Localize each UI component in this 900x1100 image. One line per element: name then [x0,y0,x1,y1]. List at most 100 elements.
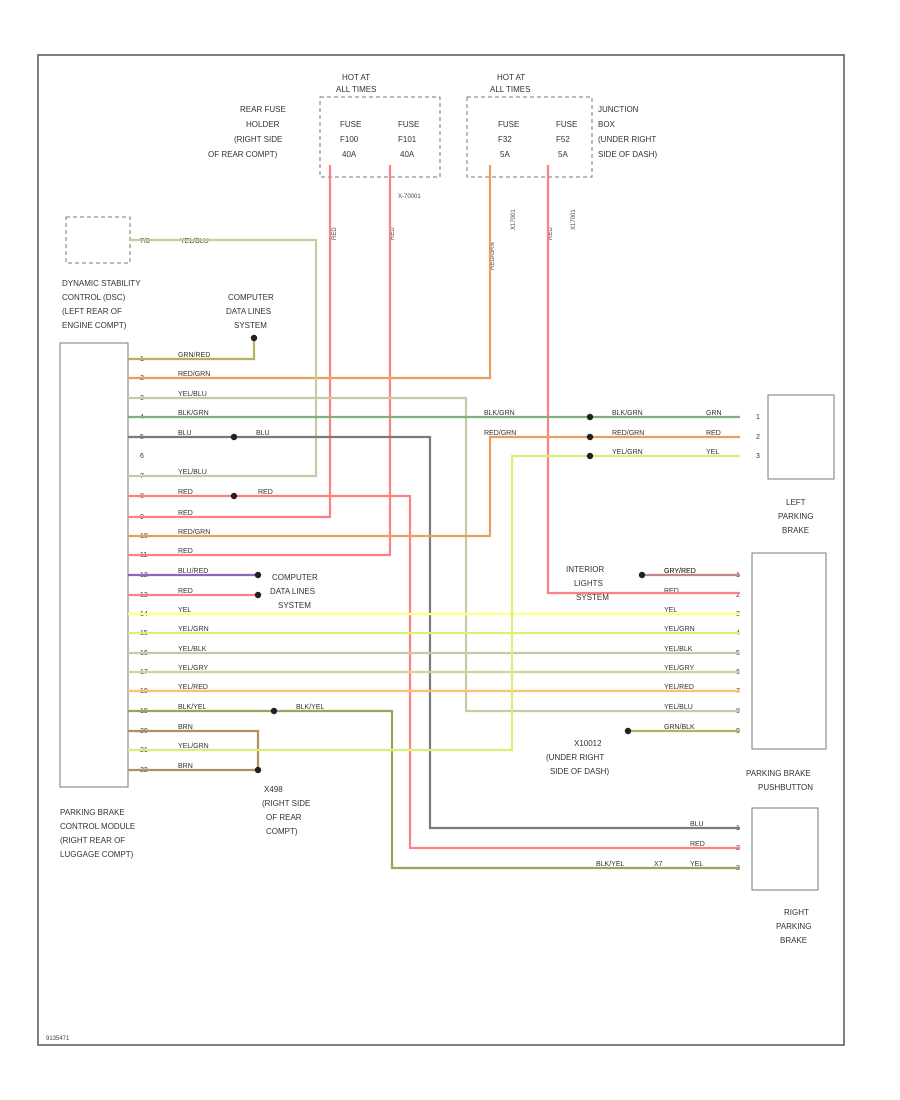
pbcm-wire-15: YEL/GRN [178,626,209,633]
pbcm-wire-7: YEL/BLU [178,469,207,476]
x498-connector: X498 (RIGHT SIDE OF REAR COMPT) [262,785,310,836]
wire-yel-blu-3 [128,396,740,713]
splice-label-red: RED [258,489,273,496]
pbcm-wire-2: RED/GRN [178,371,210,378]
lpb-end-3: YEL/GRN [612,449,643,456]
pbcm-wire-17: YEL/GRY [178,665,209,672]
fuse-f100-label-2: F100 [340,135,359,144]
splice-red [230,492,238,500]
splice-x10012 [624,727,632,735]
wire-grn-red [128,338,256,361]
computer-data-mid: COMPUTER DATA LINES SYSTEM [270,573,318,610]
fuse-group-1-location-2: HOLDER [246,120,280,129]
right-parking-brake-label-2: PARKING [776,922,811,931]
splice-left-pb-1 [586,413,594,421]
wire-brn-20 [128,729,260,770]
rpb-splice-id: X7 [654,861,663,868]
footer-code: 9135471 [46,1036,70,1042]
interior-lights-label-1: INTERIOR [566,565,604,574]
fuse-group-1-connector: X-70001 [398,194,421,200]
left-parking-brake-label-1: LEFT [786,498,806,507]
splice-x498 [254,766,262,774]
pbcm-wire-22: BRN [178,763,193,770]
wire-red-grn-10 [128,435,740,538]
pbcm-wire-16: YEL/BLK [178,646,207,653]
diagram-frame [37,54,845,1046]
lpb-mid-1: BLK/GRN [484,410,515,417]
x10012-label-2: (UNDER RIGHT [546,753,604,762]
splice-computer-data-top [250,334,258,342]
x10012-label-1: X10012 [574,739,602,748]
wire-yel-grn-21 [128,454,740,752]
pbcm-wire-8: RED [178,489,193,496]
pbcm-wire-11: RED [178,548,193,555]
fuse-group-2-connector-b: X17001 [571,209,577,230]
splice-computer-data-mid-a [254,571,262,579]
pb-wire-2: RED [664,588,679,595]
right-parking-brake-label-1: RIGHT [784,908,809,917]
fuse-f100-label-1: FUSE [340,120,361,129]
fuse-f32-wire-label: RED/GRN [490,242,496,270]
pb-pushbutton-label-2: PUSHBUTTON [758,783,813,792]
computer-data-top: COMPUTER DATA LINES SYSTEM [226,293,274,330]
pbcm-wire-labels: 1GRN/RED2RED/GRN3YEL/BLU4BLK/GRN5BLU67YE… [140,352,760,872]
pb-wire-6: YEL/GRY [664,665,695,672]
left-parking-brake-label-2: PARKING [778,512,813,521]
fuse-group-1-location-3: (RIGHT SIDE [234,135,282,144]
rpb-wire-3: YEL [690,861,703,868]
computer-data-mid-1: COMPUTER [272,573,318,582]
lpb-short-3: YEL [706,449,719,456]
lpb-end-1: BLK/GRN [612,410,643,417]
splice-left-pb-2 [586,433,594,441]
splice-blk-yel [270,707,278,715]
fuse-f101-wire-label: RED [390,227,396,240]
pbcm-wire-13: RED [178,588,193,595]
computer-data-mid-2: DATA LINES [270,587,315,596]
pb-pushbutton-box [751,552,827,750]
pbcm-wire-19: BLK/YEL [178,704,207,711]
left-parking-brake-label-3: BRAKE [782,526,809,535]
pbcm-wire-10: RED/GRN [178,529,210,536]
x498-label-1: X498 [264,785,283,794]
wire-label-gry-red: GRY/RED [664,568,696,575]
lpb-short-1: GRN [706,410,722,417]
pb-wire-4: YEL/GRN [664,626,695,633]
fuse-group-2-all-times: ALL TIMES [490,85,530,94]
pbcm-wire-4: BLK/GRN [178,410,209,417]
dsc-module: DYNAMIC STABILITY CONTROL (DSC) (LEFT RE… [62,216,209,330]
fuse-f52-label-3: 5A [558,150,568,159]
dsc-label-1: DYNAMIC STABILITY [62,279,141,288]
splice-computer-data-mid-b [254,591,262,599]
pbcm-wire-3: YEL/BLU [178,391,207,398]
pb-pushbutton-label-1: PARKING BRAKE [746,769,811,778]
fuse-f52-label-1: FUSE [556,120,577,129]
lpb-pin-1: 1 [756,414,760,421]
fuse-group-1-hot-at: HOT AT [342,73,370,82]
splice-label-blk-yel: BLK/YEL [296,704,325,711]
left-parking-brake-box [767,394,835,480]
rpb-wire-2: RED [690,841,705,848]
lpb-short-2: RED [706,430,721,437]
wire-fuse-f101 [128,165,392,557]
pbcm-pin-6: 6 [140,453,144,460]
x498-label-2: (RIGHT SIDE [262,799,310,808]
wire-fuse-f52 [546,165,740,595]
pbcm-box [59,342,129,788]
pbcm-wire-18: YEL/RED [178,684,208,691]
rpb-wire-1: BLU [690,821,704,828]
interior-lights-system: INTERIOR LIGHTS SYSTEM [566,565,609,602]
pb-wire-5: YEL/BLK [664,646,693,653]
pbcm-label-1: PARKING BRAKE [60,808,125,817]
wire-fuse-f100 [128,165,332,519]
pbcm-wire-9: RED [178,510,193,517]
fuse-f100-label-3: 40A [342,150,357,159]
fuse-group-2-location-2: BOX [598,120,616,129]
x10012-label-3: SIDE OF DASH) [550,767,609,776]
fuse-f32-label-2: F32 [498,135,512,144]
fuse-group-2-location-3: (UNDER RIGHT [598,135,656,144]
fuse-group-1: HOT AT ALL TIMES REAR FUSE HOLDER (RIGHT… [208,73,441,240]
pbcm-label-2: CONTROL MODULE [60,822,135,831]
pb-pin-2: 2 [736,592,740,599]
fuse-f52-wire-label: RED [548,227,554,240]
fuse-group-2-location-4: SIDE OF DASH) [598,150,657,159]
